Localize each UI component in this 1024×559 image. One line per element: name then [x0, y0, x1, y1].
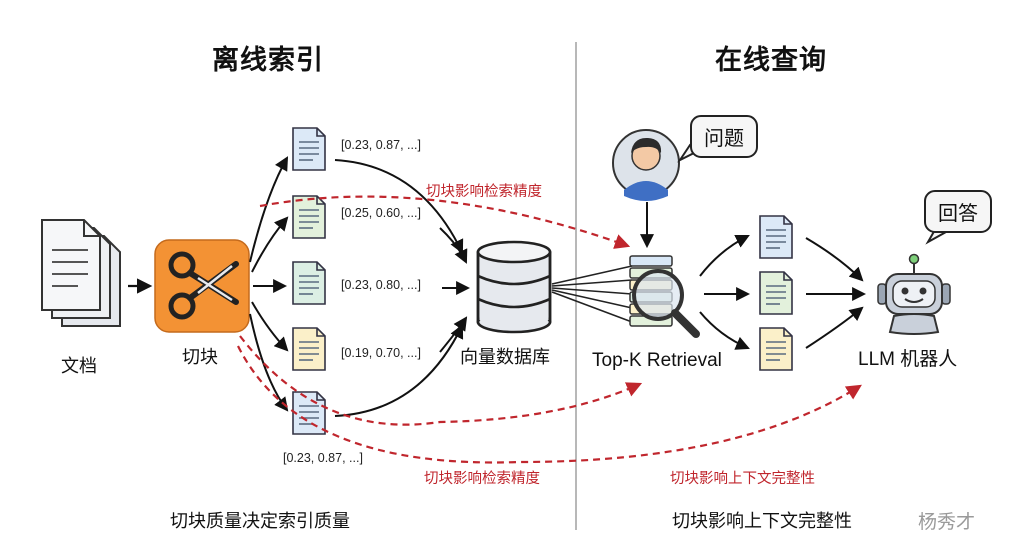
precision-annotation-bottom: 切块影响检索精度: [424, 471, 540, 487]
chunk-1-icon: [292, 127, 326, 171]
online-footer: 切块影响上下文完整性: [672, 511, 852, 532]
chunk-3-icon: [292, 261, 326, 305]
retrieval-icon: [629, 255, 700, 338]
vector-label: [0.25, 0.60, ...]: [341, 206, 421, 220]
precision-annotation-top: 切块影响检索精度: [426, 184, 542, 200]
context-doc-2-icon: [759, 271, 793, 315]
robot-icon: [877, 253, 951, 335]
retrieval-rays: [551, 265, 633, 323]
llm-arrows: [805, 237, 867, 349]
documents-label: 文档: [61, 356, 97, 377]
vector-db-label: 向量数据库: [460, 347, 550, 368]
documents-icon: [41, 219, 121, 327]
answer-bubble: 回答: [924, 190, 992, 233]
embedding-arrows: [334, 159, 471, 417]
database-icon: [476, 240, 552, 334]
context-annotation: 切块影响上下文完整性: [670, 471, 815, 487]
question-bubble: 问题: [690, 115, 758, 158]
vector-label: [0.23, 0.87, ...]: [341, 138, 421, 152]
chunk-arrows: [249, 156, 289, 412]
context-arrows: [699, 235, 751, 350]
offline-footer: 切块质量决定索引质量: [170, 511, 350, 532]
context-doc-3-icon: [759, 327, 793, 371]
retrieval-label: Top-K Retrieval: [592, 350, 722, 371]
vector-label: [0.19, 0.70, ...]: [341, 346, 421, 360]
annotation-curves: [237, 195, 862, 464]
user-avatar-icon: [612, 129, 680, 201]
chunking-label: 切块: [182, 347, 218, 368]
scissors-icon: [154, 239, 250, 333]
llm-label: LLM 机器人: [858, 349, 958, 370]
chunk-5-icon: [292, 391, 326, 435]
chunk-2-icon: [292, 195, 326, 239]
watermark: 杨秀才: [918, 511, 976, 533]
offline-section-title: 离线索引: [212, 45, 324, 76]
context-doc-1-icon: [759, 215, 793, 259]
vector-label: [0.23, 0.80, ...]: [341, 278, 421, 292]
vector-label: [0.23, 0.87, ...]: [283, 451, 363, 465]
online-section-title: 在线查询: [715, 45, 827, 76]
chunk-4-icon: [292, 327, 326, 371]
